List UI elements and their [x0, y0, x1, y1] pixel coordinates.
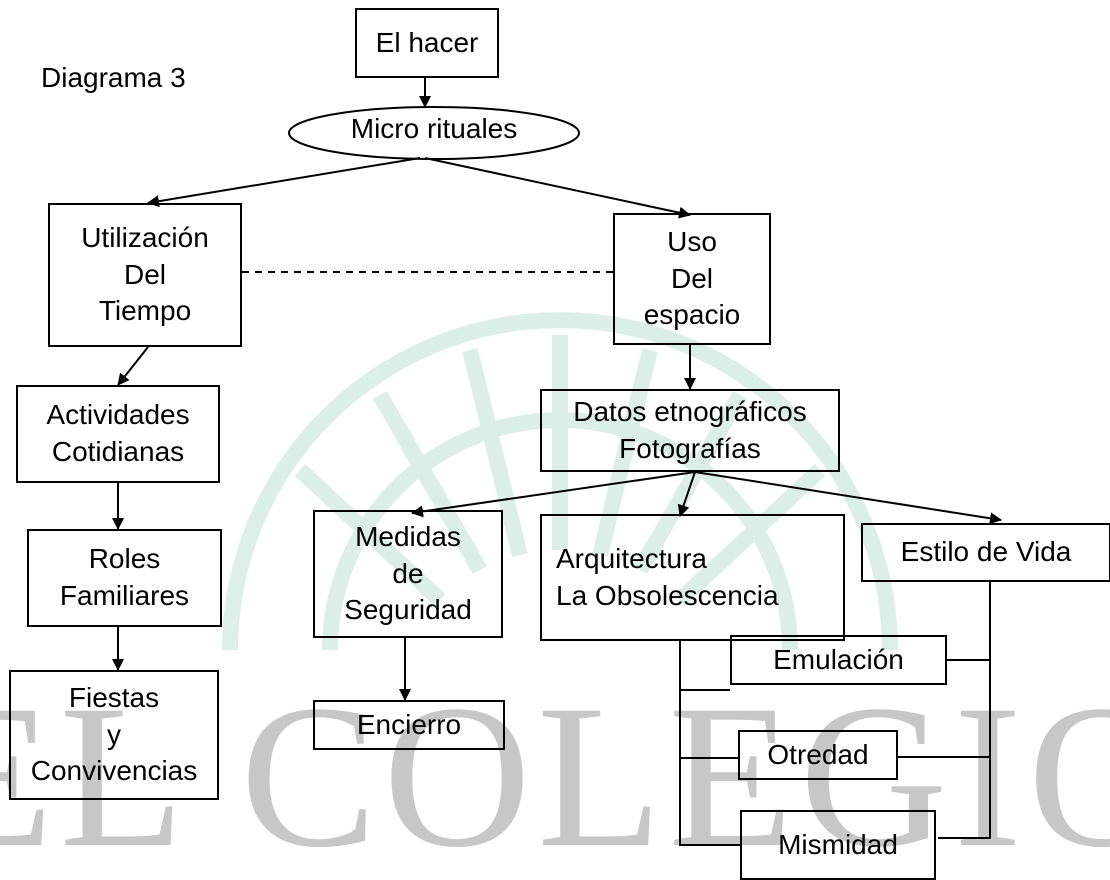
arrow-datos-arquitectura — [677, 471, 696, 517]
node-medidas-label: Medidas de Seguridad — [344, 520, 472, 626]
arrow-rituales-uso — [424, 157, 691, 219]
node-mismidad: Mismidad — [740, 810, 936, 880]
node-datos-label: Datos etnográficos Fotografías — [573, 395, 807, 464]
node-arquitectura: Arquitectura La Obsolescencia — [540, 514, 845, 641]
arrow-datos-medidas — [411, 471, 696, 518]
arrow-rituales-utilizacion — [147, 157, 421, 208]
node-arquitectura-label: Arquitectura La Obsolescencia — [556, 542, 779, 611]
node-utilizacion-tiempo: Utilización Del Tiempo — [48, 203, 242, 347]
node-emulacion: Emulación — [730, 635, 947, 685]
micro-rituales-label: Micro rituales — [350, 113, 518, 144]
node-actividades-label: Actividades Cotidianas — [46, 399, 190, 467]
node-fiestas-label: Fiestas y Convivencias — [30, 681, 198, 787]
node-estilo-label: Estilo de Vida — [900, 536, 1072, 568]
watermark-text: EL COLEGIO — [0, 663, 1110, 873]
node-actividades: Actividades Cotidianas — [16, 385, 220, 483]
diagram-title: Diagrama 3 — [41, 62, 186, 93]
node-emulacion-label: Emulación — [773, 643, 904, 675]
node-encierro-label: Encierro — [356, 708, 462, 740]
node-encierro: Encierro — [313, 700, 505, 750]
node-el-hacer: El hacer — [355, 8, 499, 78]
bracket-arquitectura — [679, 641, 740, 846]
node-roles-familiares: Roles Familiares — [27, 529, 222, 627]
node-uso-espacio: Uso Del espacio — [613, 213, 771, 345]
node-datos-etnograficos: Datos etnográficos Fotografías — [540, 389, 840, 472]
bracket-estilo — [938, 582, 991, 839]
node-medidas-seguridad: Medidas de Seguridad — [313, 510, 503, 638]
node-utilizacion-label: Utilización Del Tiempo — [81, 221, 209, 327]
node-uso-label: Uso Del espacio — [643, 225, 741, 331]
arrow-utilizacion-actividades — [117, 346, 149, 386]
node-mismidad-label: Mismidad — [778, 828, 898, 860]
node-roles-label: Roles Familiares — [59, 543, 190, 611]
node-estilo-vida: Estilo de Vida — [861, 523, 1110, 582]
node-fiestas: Fiestas y Convivencias — [9, 670, 219, 800]
node-el-hacer-label: El hacer — [375, 26, 479, 58]
arrow-datos-estilo — [694, 471, 1002, 525]
node-otredad: Otredad — [738, 730, 898, 780]
node-otredad-label: Otredad — [767, 738, 869, 770]
